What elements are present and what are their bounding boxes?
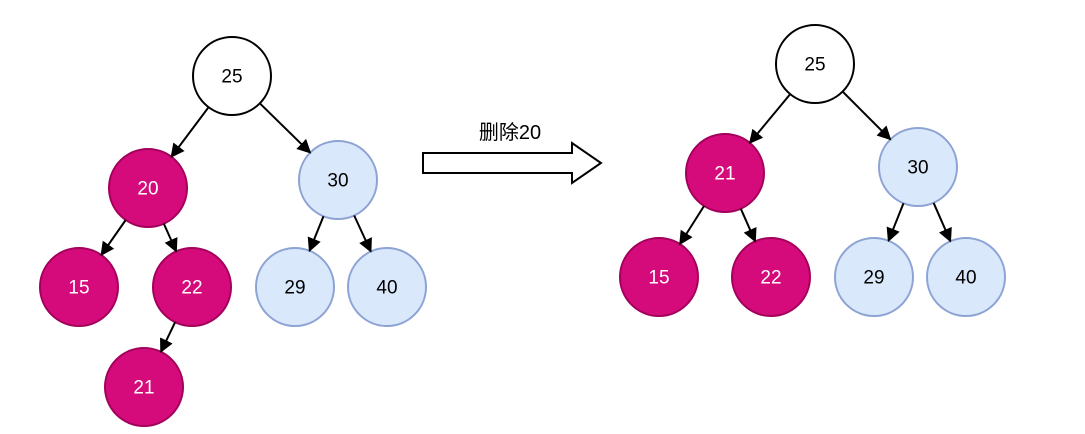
after-node-29-label: 29 (863, 268, 884, 289)
after-node-15 (619, 237, 699, 317)
before-edge-25-20 (170, 106, 210, 158)
operation-label: 删除20 (479, 121, 541, 144)
after-node-29 (834, 237, 914, 317)
before-node-40 (347, 247, 427, 327)
after-edge-30-29 (886, 202, 905, 243)
before-node-29 (255, 247, 335, 327)
after-node-25 (775, 24, 855, 104)
before-node-30 (298, 140, 378, 220)
before-node-21-label: 21 (133, 378, 154, 399)
before-edge-30-40 (353, 215, 372, 253)
before-node-15-label: 15 (68, 278, 89, 299)
after-node-21 (685, 133, 765, 213)
tree-before-deletion: 25 20 30 15 22 21 29 40 (39, 36, 427, 427)
before-edge-30-29 (307, 215, 325, 253)
before-edge-20-22 (162, 223, 178, 253)
after-node-21-label: 21 (714, 164, 735, 185)
before-node-30-label: 30 (327, 171, 348, 192)
after-node-40 (926, 237, 1006, 317)
before-node-40-label: 40 (376, 278, 397, 299)
after-node-22 (731, 237, 811, 317)
before-node-15 (39, 247, 119, 327)
after-edge-30-40 (932, 202, 952, 243)
before-edge-25-30 (259, 102, 312, 154)
before-node-20-label: 20 (137, 179, 158, 200)
before-edge-22-21 (159, 321, 177, 354)
before-node-25-label: 25 (221, 67, 242, 88)
before-node-22 (152, 247, 232, 327)
after-edge-21-15 (679, 205, 705, 246)
after-node-22-label: 22 (760, 268, 781, 289)
before-node-22-label: 22 (181, 278, 202, 299)
before-edge-20-15 (100, 219, 127, 257)
after-edge-25-21 (748, 93, 791, 144)
after-node-25-label: 25 (804, 55, 825, 76)
after-edge-21-22 (739, 208, 757, 243)
block-arrow-icon (422, 141, 603, 185)
before-node-25 (192, 36, 272, 116)
after-node-30 (878, 127, 958, 207)
before-node-29-label: 29 (284, 278, 305, 299)
before-node-21 (104, 347, 184, 427)
after-node-15-label: 15 (648, 268, 669, 289)
operation-arrow-group: 删除20 (422, 121, 603, 185)
after-node-30-label: 30 (907, 158, 928, 179)
tree-after-deletion: 25 21 30 15 22 29 40 (619, 24, 1006, 317)
after-node-40-label: 40 (955, 268, 976, 289)
after-edge-25-30 (841, 90, 892, 141)
before-node-20 (108, 148, 188, 228)
